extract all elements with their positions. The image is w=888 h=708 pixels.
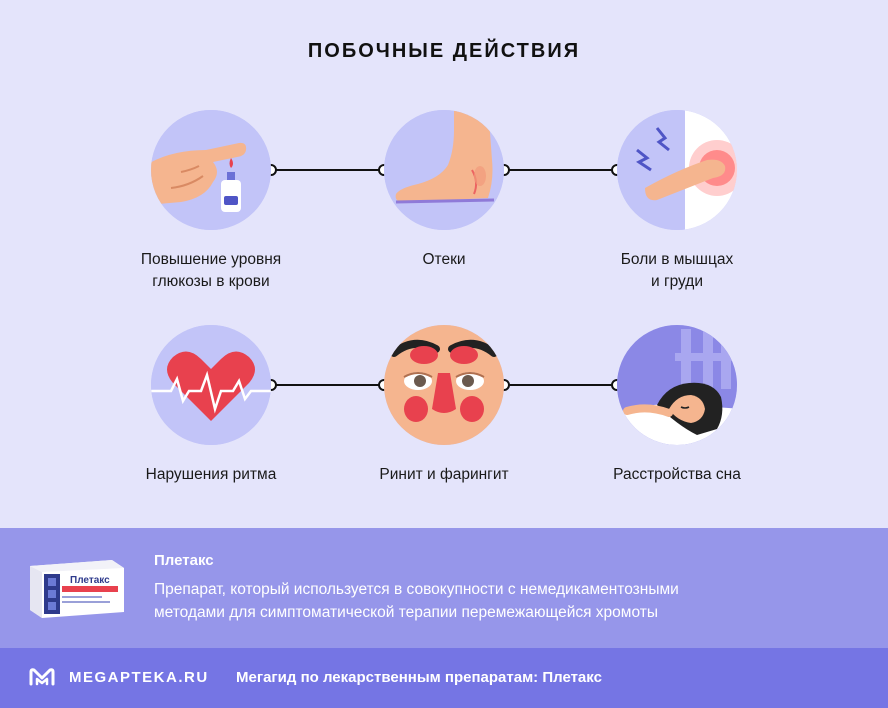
brand-link[interactable]: MEGAPTEKA.RU: [69, 669, 209, 686]
drug-name: Плетакс: [154, 552, 214, 569]
effect-label-glucose: Повышение уровня глюкозы в крови: [140, 251, 282, 290]
connector-line: [504, 169, 617, 171]
sinus-face-icon: [384, 325, 504, 445]
effect-label-pain: Боли в мышцах и груди: [620, 251, 734, 290]
footer: [0, 648, 888, 708]
chest-pain-icon: [617, 110, 737, 230]
footer-caption: Мегагид по лекарственным препаратам: Пле…: [236, 669, 602, 686]
heart-rhythm-icon: [151, 325, 271, 445]
megapteka-logo-icon[interactable]: [28, 666, 56, 693]
connector-line: [271, 384, 384, 386]
page-title: ПОБОЧНЫЕ ДЕЙСТВИЯ: [307, 40, 581, 62]
effect-label-edema: Отеки: [422, 251, 466, 268]
connector-line: [271, 169, 384, 171]
effect-label-sleep: Расстройства сна: [613, 466, 741, 483]
effect-label-rhythm: Нарушения ритма: [145, 466, 277, 483]
drug-box-image: Плетакс: [26, 556, 126, 625]
swollen-foot-icon: [384, 110, 504, 230]
sleeping-woman-icon: [617, 325, 737, 445]
connector-line: [504, 384, 617, 386]
drug-box-label: Плетакс: [70, 575, 110, 586]
drug-info-band: [0, 528, 888, 648]
finger-glucometer-icon: [151, 110, 271, 230]
effect-label-rhinitis: Ринит и фарингит: [379, 466, 509, 483]
drug-description: Препарат, который используется в совокуп…: [154, 581, 679, 621]
